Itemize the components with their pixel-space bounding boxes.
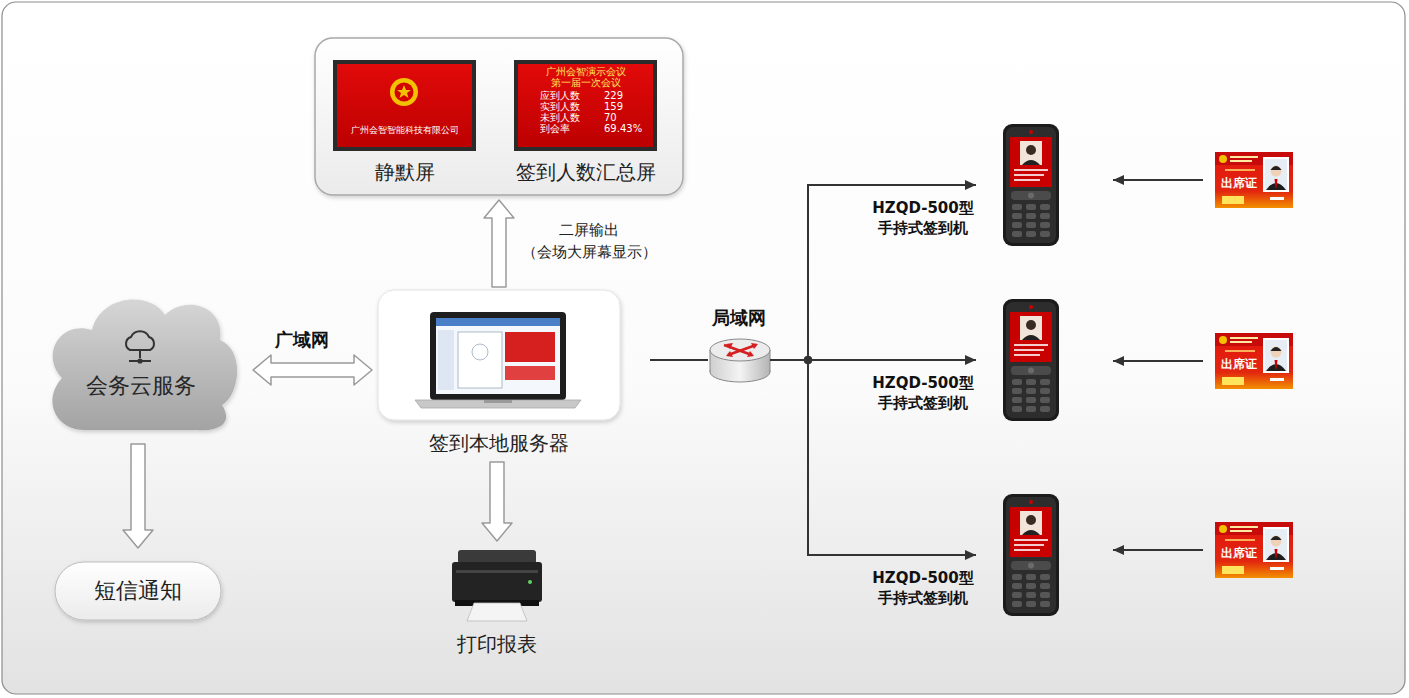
attendance-card: 出席证: [1215, 152, 1293, 208]
node-label: 出席证: [1221, 176, 1257, 190]
node-label: 局域网: [712, 307, 766, 329]
node-label: 229: [604, 90, 623, 101]
node-label: 签到本地服务器: [429, 430, 569, 456]
node-label: 159: [604, 101, 623, 112]
node-label: 会务云服务: [33, 372, 249, 400]
block-arrow: [484, 200, 514, 287]
arrow-head: [965, 355, 976, 365]
node-label: 实到人数: [540, 101, 580, 112]
sms-pill: 短信通知: [43, 562, 233, 620]
block-arrow: [253, 355, 372, 385]
node-label: HZQD-500型 手持式签到机: [864, 568, 982, 608]
arrow-head: [965, 180, 976, 190]
local-server: 签到本地服务器: [378, 290, 620, 420]
arrow-head: [1113, 356, 1124, 366]
attendance-card: 出席证: [1215, 333, 1293, 389]
node-label: 打印报表: [457, 631, 537, 657]
router: 局域网: [708, 337, 770, 383]
node-label: 广州会智智能科技有限公司: [335, 125, 474, 136]
summary-screen: 广州会智演示会议第一届一次会议应到人数 229 实到人数 159 未到人数 70 到会率 69…: [516, 62, 655, 149]
connector-line: [1113, 549, 1203, 551]
node-label: 第一届一次会议: [516, 77, 655, 88]
node-label: HZQD-500型 手持式签到机: [864, 198, 982, 238]
arrow-head: [1113, 545, 1124, 555]
block-arrow: [482, 462, 512, 541]
arrow-head: [965, 550, 976, 560]
node-label: 到会率: [540, 123, 570, 134]
node-label: 签到人数汇总屏: [516, 159, 656, 185]
node-label: 未到人数: [540, 112, 580, 123]
node-label: 短信通知: [43, 577, 233, 605]
edge-label: 广域网: [275, 329, 329, 351]
block-arrow: [123, 444, 153, 548]
arrow-head: [1113, 175, 1124, 185]
cloud-service: 会务云服务: [33, 292, 249, 432]
connector-line: [1113, 179, 1203, 181]
node-label: 静默屏: [375, 159, 435, 185]
node-label: 69.43%: [604, 123, 642, 134]
edge-label: 二屏输出 （会场大屏幕显示）: [514, 219, 664, 263]
node-label: 应到人数: [540, 90, 580, 101]
printer: 打印报表: [448, 545, 546, 623]
connector-line: [650, 359, 708, 361]
silent-screen: 广州会智智能科技有限公司静默屏: [335, 62, 474, 149]
attendance-card: 出席证: [1215, 522, 1293, 578]
handheld-device: HZQD-500型 手持式签到机: [990, 492, 1065, 618]
handheld-device: HZQD-500型 手持式签到机: [990, 122, 1065, 248]
node-label: 70: [604, 112, 617, 123]
node-label: 广州会智演示会议: [516, 66, 655, 77]
node-label: 出席证: [1221, 357, 1257, 371]
handheld-device: HZQD-500型 手持式签到机: [990, 297, 1065, 423]
connector-line: [1113, 360, 1203, 362]
screen-group-box: 广州会智智能科技有限公司静默屏广州会智演示会议第一届一次会议应到人数229实到人…: [315, 38, 683, 195]
node-label: HZQD-500型 手持式签到机: [864, 373, 982, 413]
node-label: 出席证: [1221, 546, 1257, 560]
